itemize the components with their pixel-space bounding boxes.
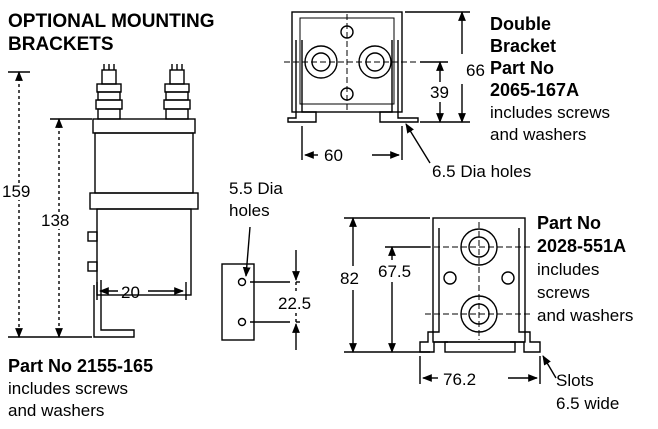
double-part-number: 2065-167A	[490, 80, 580, 100]
double-title-line2: Bracket	[490, 36, 557, 56]
flange	[89, 192, 199, 210]
vertical-part-label: Part No	[537, 213, 602, 233]
dim-76-2: 76.2	[443, 370, 477, 389]
single-desc-line2: and washers	[8, 401, 105, 420]
double-part-label: Part No	[490, 58, 555, 78]
heading-line1: OPTIONAL MOUNTING	[8, 11, 215, 32]
heading-line2: BRACKETS	[8, 34, 114, 55]
vertical-desc-line1: includes	[537, 260, 600, 279]
vertical-desc-line2: screws	[537, 283, 590, 302]
double-desc-line1: includes screws	[490, 103, 610, 122]
vertical-desc-line3: and washers	[537, 306, 634, 325]
hole-label-line2: holes	[229, 201, 270, 220]
single-part-number: Part No 2155-165	[8, 356, 154, 376]
dim-66: 66	[466, 61, 485, 80]
slot-label-line2: 6.5 wide	[556, 394, 620, 413]
hole-plate	[221, 226, 300, 350]
vertical-bracket	[344, 217, 557, 384]
dim-22-5: 22.5	[278, 294, 312, 313]
terminal-left	[95, 64, 123, 120]
hole-label-line1: 5.5 Dia	[229, 179, 283, 198]
top-cap	[92, 118, 196, 134]
dim-60: 60	[324, 146, 343, 165]
single-bracket-contactor	[8, 64, 199, 338]
dim-67-5: 67.5	[378, 262, 412, 281]
single-desc-line1: includes screws	[8, 379, 128, 398]
dim-159: 159	[2, 182, 31, 201]
upper-body	[94, 132, 194, 194]
double-title-line1: Double	[490, 14, 551, 34]
double-desc-line2: and washers	[490, 125, 587, 144]
slot-label-line1: Slots	[556, 371, 594, 390]
vertical-part-number: 2028-551A	[537, 236, 627, 256]
double-hole-label: 6.5 Dia holes	[432, 162, 532, 181]
l-bracket	[93, 280, 135, 338]
dim-20: 20	[121, 283, 140, 302]
dim-39: 39	[430, 83, 449, 102]
double-bracket	[284, 11, 470, 164]
lower-body	[96, 208, 192, 296]
dim-82: 82	[340, 269, 359, 288]
terminal-right	[163, 64, 191, 120]
dim-138: 138	[41, 211, 70, 230]
